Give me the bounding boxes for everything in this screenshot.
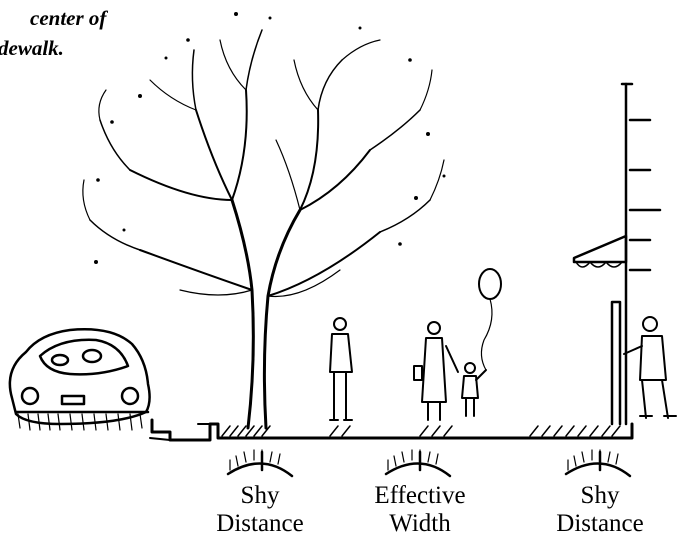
label-effective-line2: Width [389, 510, 451, 537]
sidewalk-surface [149, 418, 634, 442]
caption-line-2: dewalk. [0, 36, 64, 60]
pedestrian-woman [413, 321, 459, 421]
child-with-balloon [461, 268, 502, 417]
label-left-shy: Shy Distance [180, 482, 340, 538]
parked-car [8, 328, 151, 431]
label-effective-width: Effective Width [340, 482, 500, 538]
label-effective-line1: Effective [374, 482, 466, 509]
street-tree [82, 12, 446, 430]
marker-center [384, 449, 452, 478]
label-right-shy-line1: Shy [580, 482, 620, 509]
pedestrian-man [329, 317, 353, 421]
person-at-door [623, 316, 677, 419]
building-facade [572, 82, 662, 426]
label-left-shy-line1: Shy [240, 482, 280, 509]
label-left-shy-line2: Distance [216, 510, 304, 537]
label-right-shy-line2: Distance [556, 510, 644, 537]
label-right-shy: Shy Distance [520, 482, 680, 538]
marker-right [564, 449, 632, 478]
caption-line-1: center of [30, 6, 107, 30]
marker-left [226, 449, 294, 478]
